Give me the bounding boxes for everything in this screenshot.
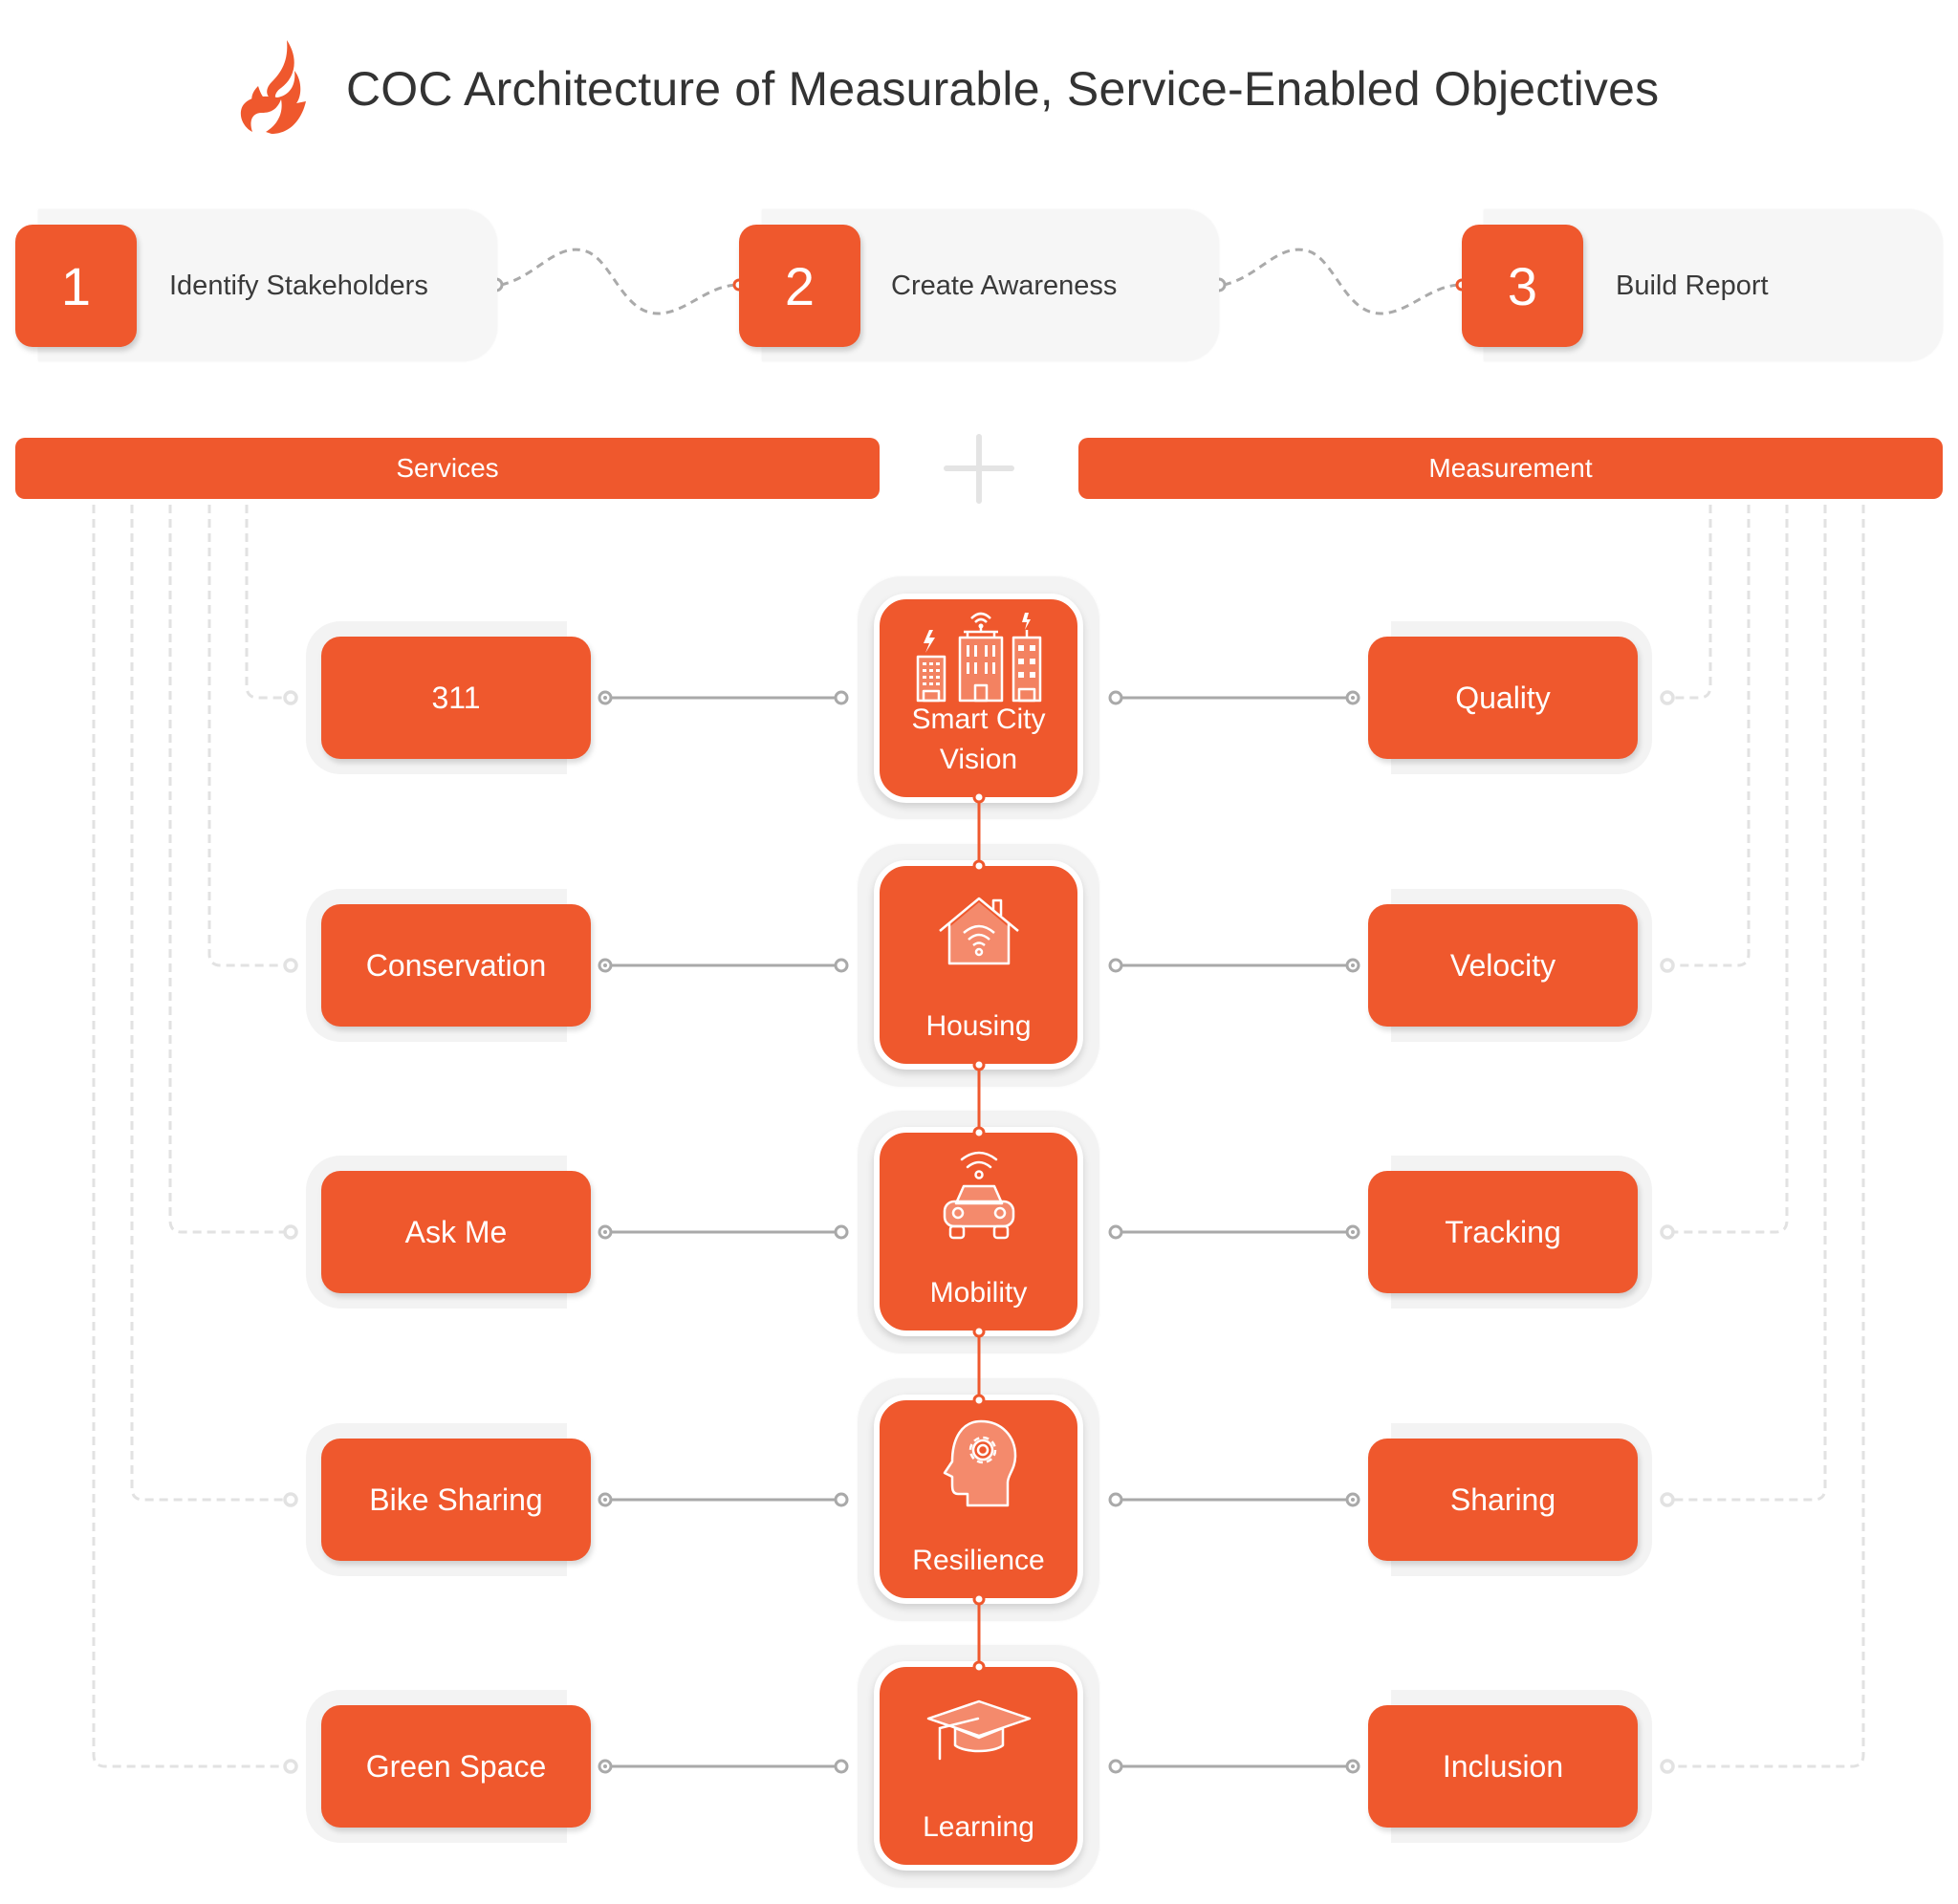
step-number-1: 1 xyxy=(15,225,137,347)
objective-node-housing[interactable]: Housing xyxy=(874,860,1083,1070)
head-gear-icon xyxy=(943,1419,1016,1507)
graduation-cap-icon xyxy=(926,1699,1031,1761)
measurement-node-velocity[interactable]: Velocity xyxy=(1368,904,1638,1027)
step-label-1: Identify Stakeholders xyxy=(169,270,428,301)
step-number-2: 2 xyxy=(739,225,860,347)
smart-home-icon xyxy=(938,897,1019,965)
objective-label: Housing xyxy=(925,1010,1032,1042)
objective-label: Mobility xyxy=(929,1277,1028,1309)
flame-icon xyxy=(240,40,306,134)
objective-node-resilience[interactable]: Resilience xyxy=(874,1395,1083,1604)
service-node-green-space[interactable]: Green Space xyxy=(321,1705,591,1828)
objective-node-learning[interactable]: Learning xyxy=(874,1661,1083,1871)
objective-label: Learning xyxy=(923,1811,1034,1843)
measurement-node-quality[interactable]: Quality xyxy=(1368,637,1638,759)
step-label-3: Build Report xyxy=(1616,270,1769,301)
measurement-node-inclusion[interactable]: Inclusion xyxy=(1368,1705,1638,1828)
measurement-header: Measurement xyxy=(1078,438,1943,499)
step-number-3: 3 xyxy=(1462,225,1583,347)
connected-car-icon xyxy=(943,1151,1014,1240)
service-node-bike-sharing[interactable]: Bike Sharing xyxy=(321,1439,591,1561)
measurement-node-tracking[interactable]: Tracking xyxy=(1368,1171,1638,1293)
objective-node-mobility[interactable]: Mobility xyxy=(874,1127,1083,1336)
objective-node-smart-city-vision[interactable]: Smart City Vision xyxy=(874,594,1083,803)
services-header: Services xyxy=(15,438,880,499)
service-node-311[interactable]: 311 xyxy=(321,637,591,759)
smart-city-buildings-icon xyxy=(916,612,1041,703)
page-title: COC Architecture of Measurable, Service-… xyxy=(346,62,1660,116)
objective-label: Resilience xyxy=(912,1545,1045,1576)
service-node-conservation[interactable]: Conservation xyxy=(321,904,591,1027)
service-node-ask-me[interactable]: Ask Me xyxy=(321,1171,591,1293)
step-label-2: Create Awareness xyxy=(891,270,1118,301)
objective-label: Smart City Vision xyxy=(911,703,1046,775)
measurement-node-sharing[interactable]: Sharing xyxy=(1368,1439,1638,1561)
